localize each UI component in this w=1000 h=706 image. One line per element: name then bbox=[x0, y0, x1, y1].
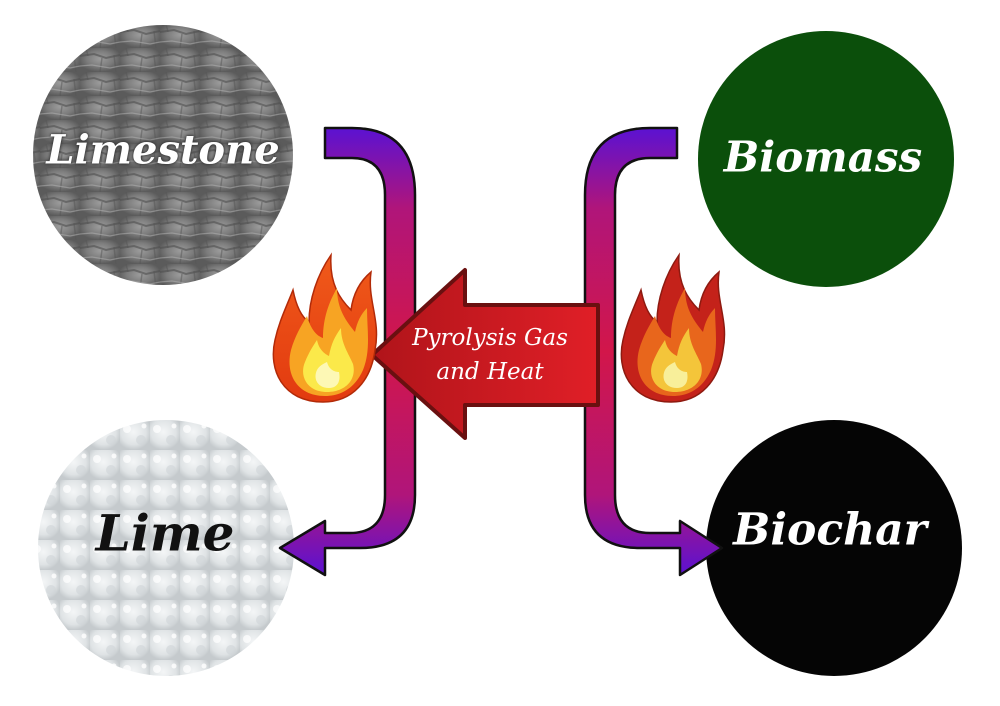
biochar-node bbox=[706, 420, 962, 676]
limestone-label: Limestone bbox=[46, 126, 280, 174]
biochar-label: Biochar bbox=[733, 504, 927, 556]
right-flow-arrow bbox=[583, 126, 724, 577]
pyrolysis-label-line1: Pyrolysis Gas bbox=[412, 325, 568, 351]
lime-node bbox=[38, 420, 294, 676]
pyrolysis-arrow bbox=[370, 268, 600, 440]
pyrolysis-arrow-label: Pyrolysis Gas and Heat bbox=[412, 321, 568, 389]
biomass-node bbox=[698, 31, 954, 287]
flame-icon bbox=[272, 252, 378, 403]
pyrolysis-label-line2: and Heat bbox=[436, 359, 544, 385]
lime-label: Lime bbox=[95, 503, 235, 563]
biomass-label: Biomass bbox=[723, 132, 923, 182]
limestone-node bbox=[33, 25, 293, 285]
flame-icon bbox=[620, 252, 726, 403]
